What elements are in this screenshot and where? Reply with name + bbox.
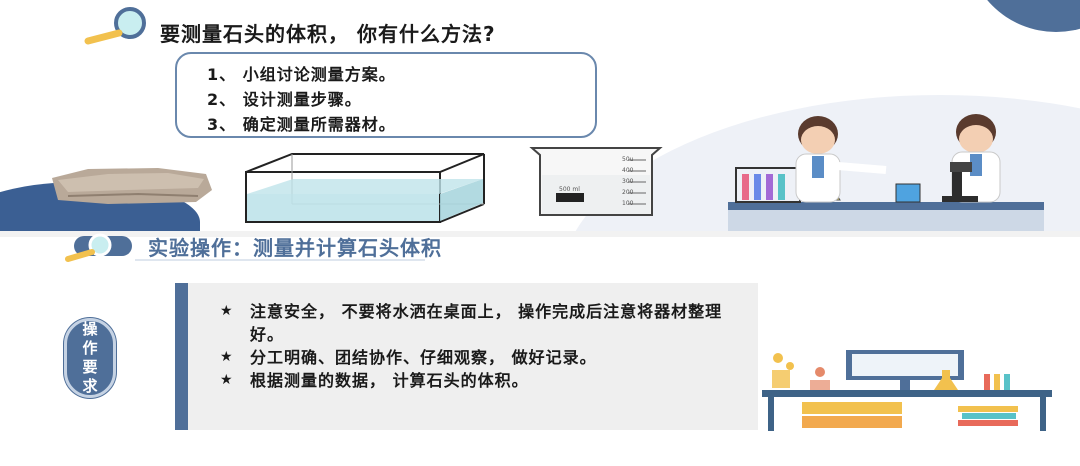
rock-illustration bbox=[52, 168, 212, 204]
beaker-volume-label: 500 ml bbox=[559, 186, 580, 193]
beaker-tick: 300 bbox=[622, 178, 634, 185]
beaker-tick: 400 bbox=[622, 167, 634, 174]
title-underline bbox=[135, 259, 425, 261]
requirements-box: ★ 注意安全， 不要将水洒在桌面上， 操作完成后注意将器材整理好。 ★ 分工明确… bbox=[188, 283, 758, 430]
step-item: 2、 设计测量步骤。 bbox=[207, 90, 362, 109]
badge-char: 作 bbox=[82, 339, 98, 357]
question-title: 要测量石头的体积， 你有什么方法? bbox=[160, 22, 496, 46]
badge-char: 要 bbox=[82, 358, 98, 376]
star-icon: ★ bbox=[220, 372, 234, 388]
water-tank-illustration bbox=[245, 153, 485, 223]
badge-char: 求 bbox=[82, 377, 98, 395]
lab-desk-illustration bbox=[762, 350, 1052, 431]
badge-char: 操 bbox=[82, 320, 98, 338]
beaker-tick: 50u bbox=[622, 156, 634, 163]
requirement-item: ★ 注意安全， 不要将水洒在桌面上， 操作完成后注意将器材整理好。 bbox=[220, 300, 758, 346]
top-panel: 要测量石头的体积， 你有什么方法? 1、 小组讨论测量方案。 2、 设计测量步骤… bbox=[0, 0, 1080, 232]
beaker-tick: 100 bbox=[622, 200, 634, 207]
corner-decoration bbox=[966, 0, 1080, 32]
requirement-text: 注意安全， 不要将水洒在桌面上， 操作完成后注意将器材整理好。 bbox=[250, 302, 723, 344]
requirement-text: 分工明确、团结协作、仔细观察， 做好记录。 bbox=[250, 348, 597, 367]
step-item: 3、 确定测量所需器材。 bbox=[207, 115, 396, 134]
steps-box: 1、 小组讨论测量方案。 2、 设计测量步骤。 3、 确定测量所需器材。 bbox=[175, 52, 597, 138]
star-icon: ★ bbox=[220, 349, 234, 365]
magnifier-icon bbox=[84, 7, 146, 45]
step-item: 1、 小组讨论测量方案。 bbox=[207, 65, 396, 84]
section-divider bbox=[0, 231, 1080, 237]
requirement-text: 根据测量的数据， 计算石头的体积。 bbox=[250, 371, 529, 390]
requirement-item: ★ 根据测量的数据， 计算石头的体积。 bbox=[220, 369, 758, 392]
requirements-accent-bar bbox=[175, 283, 188, 430]
requirement-item: ★ 分工明确、团结协作、仔细观察， 做好记录。 bbox=[220, 346, 758, 369]
section-title: 实验操作：测量并计算石头体积 bbox=[148, 236, 442, 260]
star-icon: ★ bbox=[220, 303, 234, 319]
beaker-tick: 200 bbox=[622, 189, 634, 196]
magnifier-icon bbox=[65, 233, 112, 262]
beaker-illustration bbox=[529, 147, 663, 216]
scientists-illustration bbox=[728, 114, 1044, 232]
requirements-badge: 操 作 要 求 bbox=[64, 318, 116, 398]
